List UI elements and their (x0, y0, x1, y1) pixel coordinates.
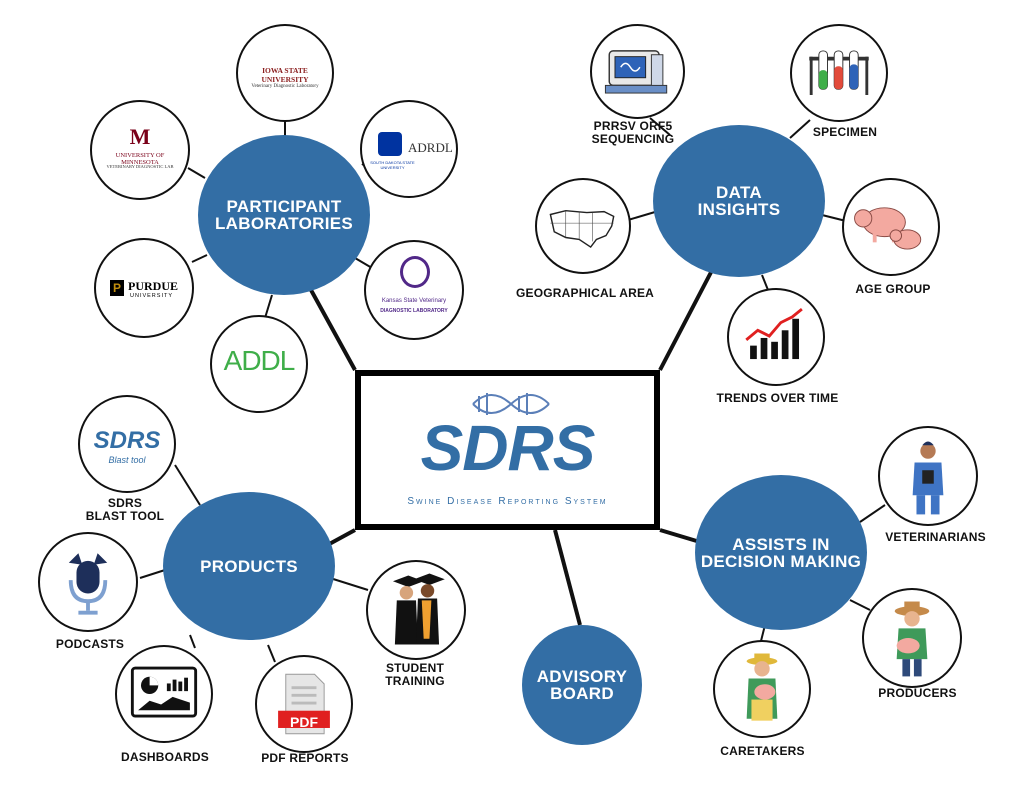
sdsu-label: SOUTH DAKOTA STATE UNIVERSITY (370, 160, 415, 170)
hub-assists-in-decision-making: ASSISTS IN DECISION MAKING (695, 475, 867, 630)
us-map-icon (549, 209, 615, 249)
label-veterinarians: VETERINARIANS (885, 530, 986, 544)
label-student-training: STUDENT TRAINING (385, 661, 445, 688)
purdue-sub: UNIVERSITY (130, 293, 174, 299)
node-podcasts (38, 532, 138, 632)
label-trends-over-time: TRENDS OVER TIME (716, 391, 839, 405)
minnesota-sub: VETERINARY DIAGNOSTIC LAB (106, 164, 174, 169)
node-purdue: P PURDUE UNIVERSITY (94, 238, 194, 338)
pdf-file-icon (278, 673, 330, 735)
microphone-icon (68, 553, 108, 615)
node-kansas-state: Kansas State Veterinary DIAGNOSTIC LABOR… (364, 240, 464, 340)
label-specimen: SPECIMEN (812, 125, 878, 139)
veterinarian-icon (912, 441, 944, 515)
dna-icon (472, 393, 550, 415)
node-addl: ADDL (210, 315, 308, 413)
hub-participant-laboratories: PARTICIPANT LABORATORIES (198, 135, 370, 295)
graduates-icon (392, 573, 445, 645)
node-geographical-area (535, 178, 631, 274)
label-age-group: AGE GROUP (855, 282, 931, 296)
iowa-state-label: IOWA STATE UNIVERSITY (261, 66, 309, 84)
pdf-icon-text: PDF (290, 714, 318, 730)
label-dashboards: DASHBOARDS (120, 750, 209, 764)
farmer-with-pig-icon (894, 601, 930, 677)
kansas-sub: DIAGNOSTIC LABORATORY (380, 308, 448, 314)
kansas-caduceus-logo (400, 256, 430, 288)
node-caretakers (713, 640, 811, 738)
dashboard-icon (130, 666, 198, 718)
hub-products: PRODUCTS (163, 492, 335, 640)
node-veterinarians (878, 426, 978, 526)
addl-logo-text: ADDL (223, 345, 296, 376)
hub-advisory-board: ADVISORY BOARD (522, 625, 642, 745)
caretaker-with-piglet-icon (746, 653, 778, 721)
label-caretakers: CARETAKERS (720, 744, 805, 758)
sdrs-logo-box: SDRS Swine Disease Reporting System (355, 370, 660, 530)
kansas-label: Kansas State Veterinary (381, 298, 447, 304)
minnesota-label: UNIVERSITY OF MINNESOTA (115, 152, 165, 166)
adrdl-label: ADRDL (408, 140, 453, 155)
node-dashboards (115, 645, 213, 743)
line-center-advisory (553, 529, 582, 626)
test-tubes-icon (809, 50, 869, 96)
label-geographical-area: GEOGRAPHICAL AREA (515, 286, 655, 300)
node-student-training (366, 560, 466, 660)
sequencer-icon (604, 50, 668, 94)
label-prrsv: PRRSV ORF5 SEQUENCING (591, 119, 675, 146)
node-producers (862, 588, 962, 688)
node-iowa-state: IOWA STATE UNIVERSITY Veterinary Diagnos… (236, 24, 334, 122)
minnesota-m-logo: M (129, 124, 151, 149)
line-center-insights (658, 254, 722, 371)
iowa-state-sub: Veterinary Diagnostic Laboratory (251, 84, 319, 89)
sdrs-logo-title: SDRS (420, 412, 596, 484)
node-trends-over-time (727, 288, 825, 386)
hub-data-insights: DATA INSIGHTS (653, 125, 825, 277)
purdue-p-logo: P (110, 280, 124, 296)
trend-chart-icon (745, 308, 803, 360)
pigs-icon (854, 207, 922, 250)
node-pdf-reports: PDF (255, 655, 353, 753)
node-sdsu-adrdl: ADRDL SOUTH DAKOTA STATE UNIVERSITY (360, 100, 458, 198)
node-age-group (842, 178, 940, 276)
label-podcasts: PODCASTS (55, 637, 125, 651)
node-minnesota: M UNIVERSITY OF MINNESOTA VETERINARY DIA… (90, 100, 190, 200)
label-producers: PRODUCERS (878, 686, 957, 700)
label-pdf-reports: PDF REPORTS (261, 751, 349, 765)
sdsu-logo (378, 132, 402, 156)
sdrs-logo-subtitle: Swine Disease Reporting System (407, 496, 608, 507)
blast-tool-sub: Blast tool (108, 455, 146, 465)
blast-tool-logo: SDRS (93, 427, 161, 454)
label-sdrs-blast-tool: SDRS BLAST TOOL (85, 496, 165, 523)
node-sdrs-blast-tool: SDRS Blast tool (78, 395, 176, 493)
purdue-label: PURDUE (128, 279, 178, 293)
node-specimen (790, 24, 888, 122)
node-prrsv-sequencing (590, 24, 685, 119)
